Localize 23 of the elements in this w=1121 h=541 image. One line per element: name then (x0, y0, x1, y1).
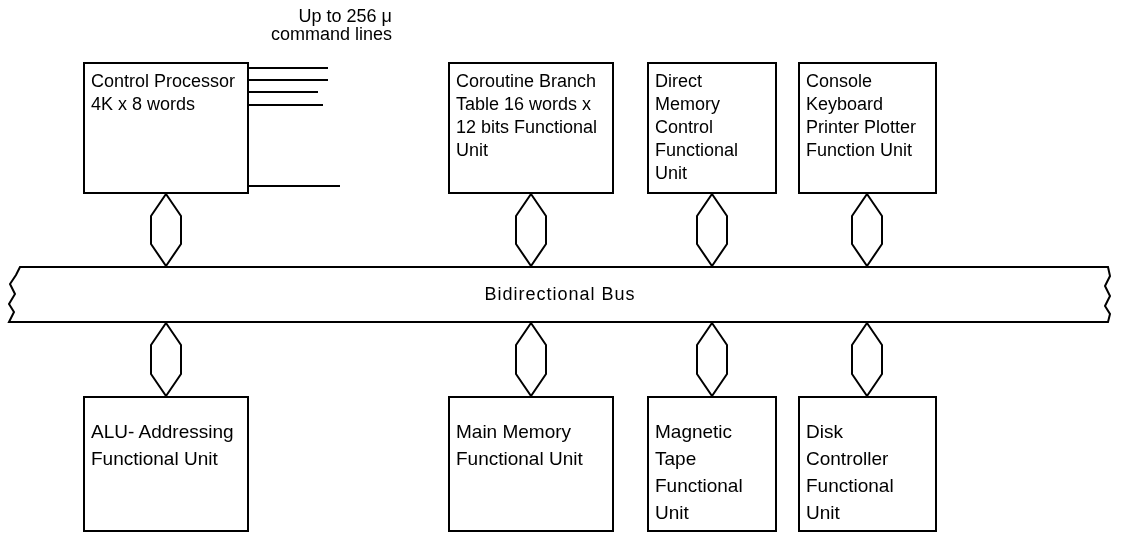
unit-box: Coroutine Branch Table 16 words x 12 bits Functional Unit (448, 62, 614, 194)
bus-connector (515, 321, 547, 398)
unit-box: ALU- Addressing Functional Unit (83, 396, 249, 532)
command-line (248, 67, 329, 69)
unit-box: Magnetic Tape Functional Unit (647, 396, 777, 532)
bus-connector (515, 192, 547, 268)
bus-connector (150, 192, 182, 268)
annotation-text: Up to 256 μ command lines (269, 7, 392, 43)
bus-connector (851, 192, 883, 268)
unit-box: Control Processor 4K x 8 words (83, 62, 249, 194)
bus-connector (696, 192, 728, 268)
command-line (248, 104, 324, 106)
bus-connector (851, 321, 883, 398)
bus-connector (696, 321, 728, 398)
bus-label: Bidirectional Bus (484, 284, 636, 305)
command-line (248, 185, 341, 187)
bus-connector (150, 321, 182, 398)
command-line (248, 79, 329, 81)
unit-box: Main Memory Functional Unit (448, 396, 614, 532)
unit-box: Direct Memory Control Functional Unit (647, 62, 777, 194)
unit-box: Disk Controller Functional Unit (798, 396, 937, 532)
unit-box: Console Keyboard Printer Plotter Function Unit (798, 62, 937, 194)
command-line (248, 91, 319, 93)
